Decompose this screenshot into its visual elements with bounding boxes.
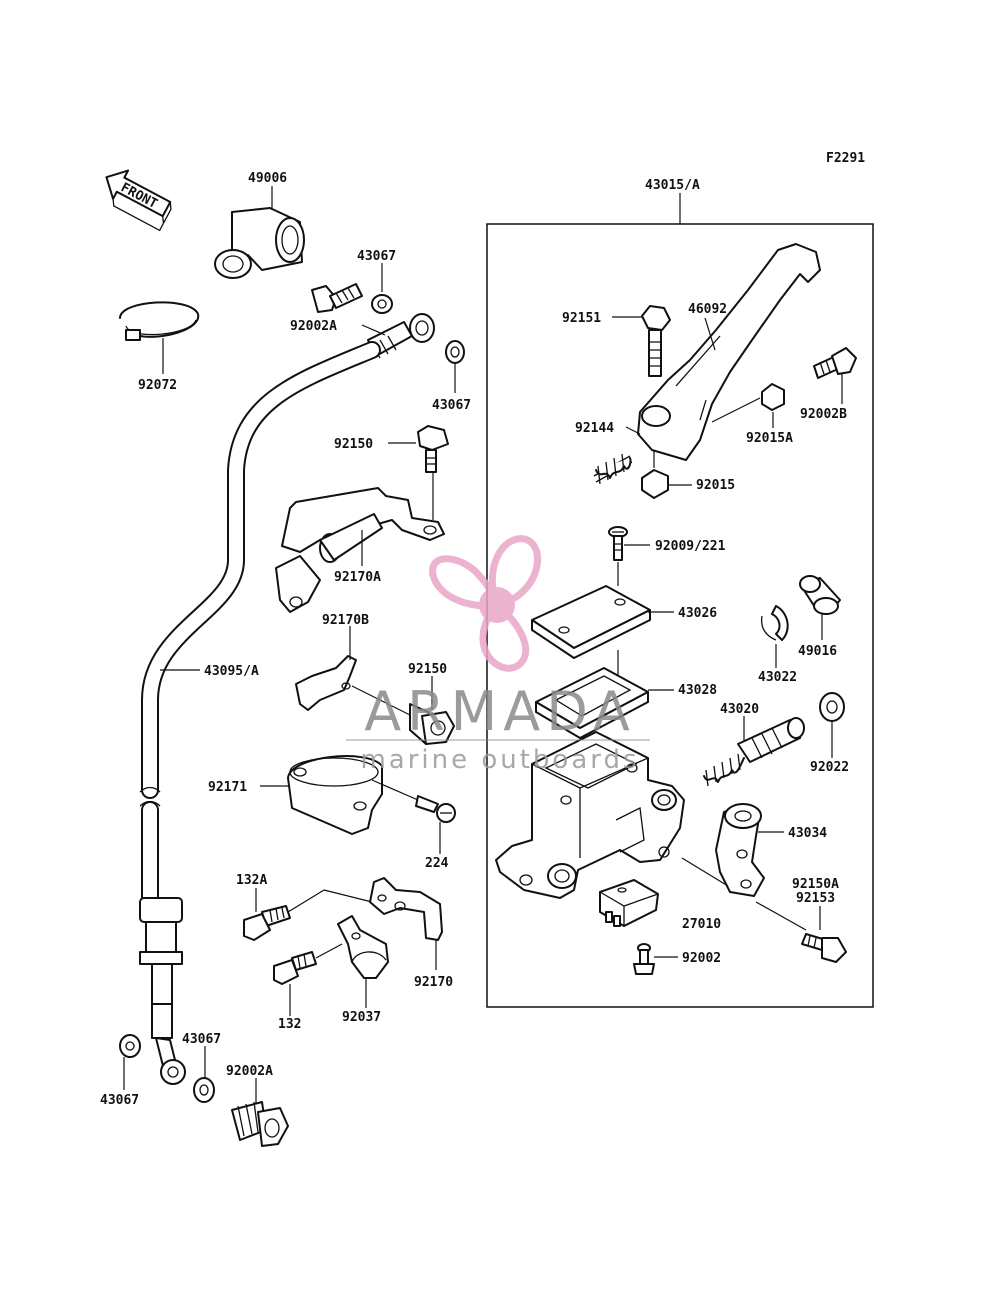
bolt-92002B [813,347,857,379]
label-224: 224 [425,856,449,871]
reservoir-cap-43026 [531,585,651,659]
label-43028: 43028 [678,683,717,698]
bracket-92170A [275,487,445,613]
piston-43020 [703,717,805,787]
bolt-132 [273,951,317,985]
spring-92144 [593,453,633,485]
washer-43067-upper [445,340,465,364]
washer-43067-lower-right [193,1077,215,1103]
label-92009-221: 92009/221 [655,539,726,554]
label-92150-top: 92150 [334,437,373,452]
label-27010: 27010 [682,917,721,932]
label-92015: 92015 [696,478,735,493]
watermark-brand: ARMADA [364,680,636,743]
washer-92022 [819,692,845,722]
label-92153: 92153 [796,891,835,906]
label-92171: 92171 [208,780,247,795]
washer-43067-lower-left [119,1034,141,1058]
bolt-92153 [801,933,847,963]
label-92170B: 92170B [322,613,369,628]
label-43026: 43026 [678,606,717,621]
label-92151: 92151 [562,311,601,326]
brake-switch-27010 [599,879,659,927]
label-92170A: 92170A [334,570,381,585]
bolt-43067-top [311,283,363,313]
nut-92015A [761,383,785,411]
master-cylinder-body [495,731,685,899]
label-92072: 92072 [138,378,177,393]
screw-224 [371,779,456,823]
label-43067-b: 43067 [432,398,471,413]
pivot-bolt-92151 [641,305,671,377]
label-46092: 46092 [688,302,727,317]
armada-watermark: ARMADA marine outboards [346,535,650,775]
label-49016: 49016 [798,644,837,659]
propeller-logo-icon [429,535,542,672]
diaphragm-43028 [535,667,649,739]
front-arrow-icon: FRONT [105,169,172,232]
label-132: 132 [278,1017,301,1032]
clamp-92171 [287,755,383,835]
label-92002: 92002 [682,951,721,966]
label-92144: 92144 [575,421,614,436]
label-49006: 49006 [248,171,287,186]
label-43022: 43022 [758,670,797,685]
label-92022: 92022 [810,760,849,775]
label-92002B: 92002B [800,407,847,422]
bolt-92150-mid [351,685,455,745]
label-43034: 43034 [788,826,827,841]
label-43067-c: 43067 [182,1032,221,1047]
washer-43067-top [371,294,393,314]
screw-92002 [633,943,655,975]
bolt-92002A-lower [231,1101,289,1147]
drawing-code: F2291 [826,151,865,166]
label-92015A: 92015A [746,431,793,446]
part-49006-tee-fitting [214,207,305,279]
label-92037: 92037 [342,1010,381,1025]
nut-92015 [641,469,669,499]
hose-lower-fitting [139,897,186,1085]
label-92002A-top: 92002A [290,319,337,334]
label-43020: 43020 [720,702,759,717]
clip-92170B [295,655,357,711]
label-92002A-bot: 92002A [226,1064,273,1079]
screw-92009-221 [608,526,628,561]
label-43067-a: 43067 [357,249,396,264]
bracket-92170 [369,877,443,941]
clamp-92037 [337,915,389,979]
bolt-132A [243,905,291,941]
boot-49016 [799,575,841,615]
brake-lever-46092 [637,243,821,461]
label-43095A: 43095/A [204,664,259,679]
label-43067-d: 43067 [100,1093,139,1108]
watermark-tagline: marine outboards [360,745,639,775]
label-92170: 92170 [414,975,453,990]
clamp-43034 [715,803,765,897]
label-43015A: 43015/A [645,178,700,193]
label-92150A: 92150A [792,877,839,892]
label-92150-mid: 92150 [408,662,447,677]
bolt-92150-top [417,425,449,473]
circlip-43022 [771,605,789,641]
band-clamp-92072 [119,301,200,341]
label-132A: 132A [236,873,267,888]
